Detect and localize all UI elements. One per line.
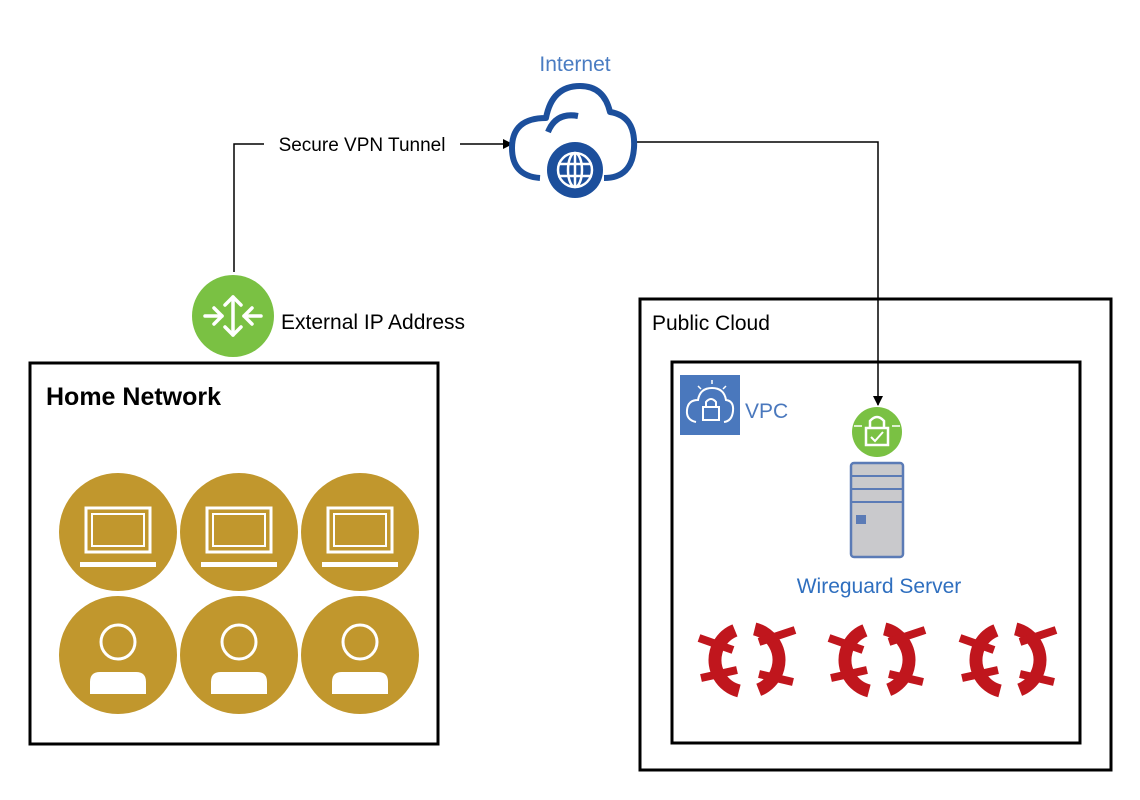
vpc-container: VPC Wireguard Server — [670, 360, 1082, 745]
internet-label: Internet — [539, 53, 610, 76]
vpc-label: VPC — [745, 400, 788, 423]
openshift-icon — [960, 616, 1056, 703]
router-label: External IP Address — [281, 311, 465, 334]
tunnel-label: Secure VPN Tunnel — [279, 135, 446, 156]
public-cloud-title: Public Cloud — [652, 312, 770, 335]
openshift-icon — [699, 616, 795, 703]
device-monitor — [180, 473, 298, 591]
lock-badge-icon — [852, 407, 902, 457]
user — [59, 596, 177, 714]
vpc-cloud-lock-icon — [680, 375, 740, 435]
home-network-container: Home Network — [28, 361, 440, 746]
user — [301, 596, 419, 714]
user — [180, 596, 298, 714]
server-label: Wireguard Server — [797, 575, 962, 598]
vpn-tunnel-connector — [233, 139, 513, 272]
openshift-icon — [829, 616, 925, 703]
cloud-globe-icon — [509, 83, 638, 198]
cloud-to-server-connector — [636, 141, 883, 406]
device-monitor — [59, 473, 177, 591]
home-network-title: Home Network — [46, 383, 221, 411]
router-icon — [192, 275, 274, 357]
public-cloud-container: Public Cloud VPC — [638, 297, 1113, 772]
server-icon — [849, 461, 905, 559]
device-monitor — [301, 473, 419, 591]
